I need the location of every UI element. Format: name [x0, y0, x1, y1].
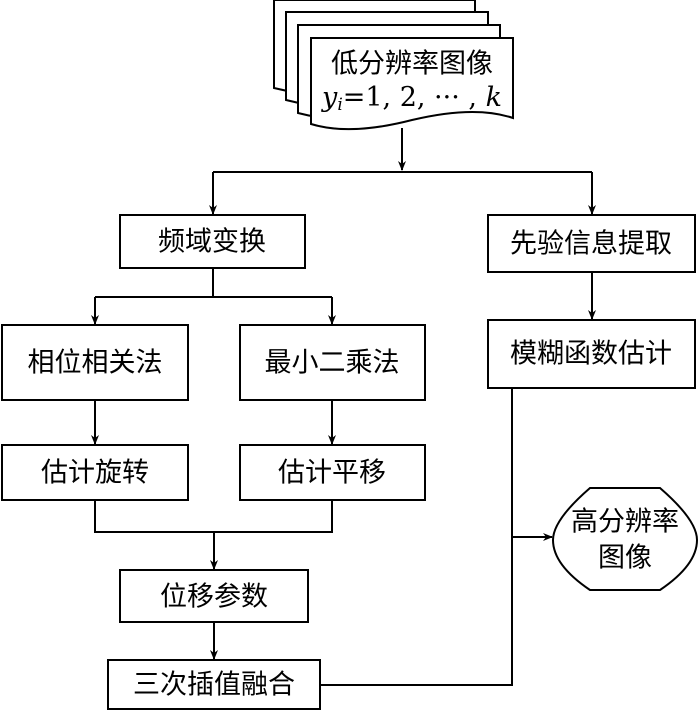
input-title: 低分辨率图像	[331, 49, 493, 80]
input-var: y	[321, 82, 338, 113]
node-label: 估计平移	[278, 458, 386, 489]
input-document-stack: 低分辨率图像 yi=1, 2, ··· , k	[273, 0, 514, 131]
node-label: 相位相关法	[28, 348, 163, 379]
node-box	[239, 444, 426, 501]
node-box	[1, 324, 189, 401]
node-estimate-rotation: 估计旋转	[1, 444, 189, 501]
node-box	[487, 319, 696, 389]
node-blur-estimation: 模糊函数估计	[487, 319, 696, 389]
terminal-shape	[551, 487, 699, 591]
node-least-squares: 最小二乘法	[239, 324, 426, 401]
node-label-line2: 图像	[598, 543, 652, 574]
input-subscript: i	[337, 95, 342, 115]
node-box	[239, 324, 426, 401]
node-shift-parameters: 位移参数	[119, 569, 309, 623]
node-box	[119, 569, 309, 623]
node-box	[1, 444, 189, 501]
node-box	[107, 659, 321, 710]
node-label: 位移参数	[160, 582, 268, 613]
node-label: 模糊函数估计	[510, 339, 672, 370]
node-label: 频域变换	[158, 227, 266, 258]
node-label: 最小二乘法	[265, 348, 400, 379]
node-prior-extraction: 先验信息提取	[487, 214, 696, 273]
input-range: yi=1, 2, ··· , k	[321, 82, 502, 116]
node-estimate-translation: 估计平移	[239, 444, 426, 501]
input-range-text: =1, 2, ··· ,	[343, 82, 486, 113]
connector-fusion-to-blur	[320, 388, 513, 686]
node-bicubic-fusion: 三次插值融合	[107, 659, 321, 710]
node-label-line1: 高分辨率	[571, 507, 679, 538]
input-k: k	[486, 82, 502, 113]
node-high-resolution-output: 高分辨率 图像	[551, 487, 699, 591]
document-page-front	[310, 37, 514, 131]
node-box	[119, 214, 306, 269]
node-frequency-transform: 频域变换	[119, 214, 306, 269]
node-phase-correlation: 相位相关法	[1, 324, 189, 401]
connectors	[91, 128, 596, 686]
node-label: 估计旋转	[41, 458, 149, 489]
node-label: 先验信息提取	[510, 229, 672, 260]
node-box	[487, 214, 696, 273]
connector-merge-bracket	[94, 500, 333, 533]
node-label: 三次插值融合	[133, 670, 295, 701]
